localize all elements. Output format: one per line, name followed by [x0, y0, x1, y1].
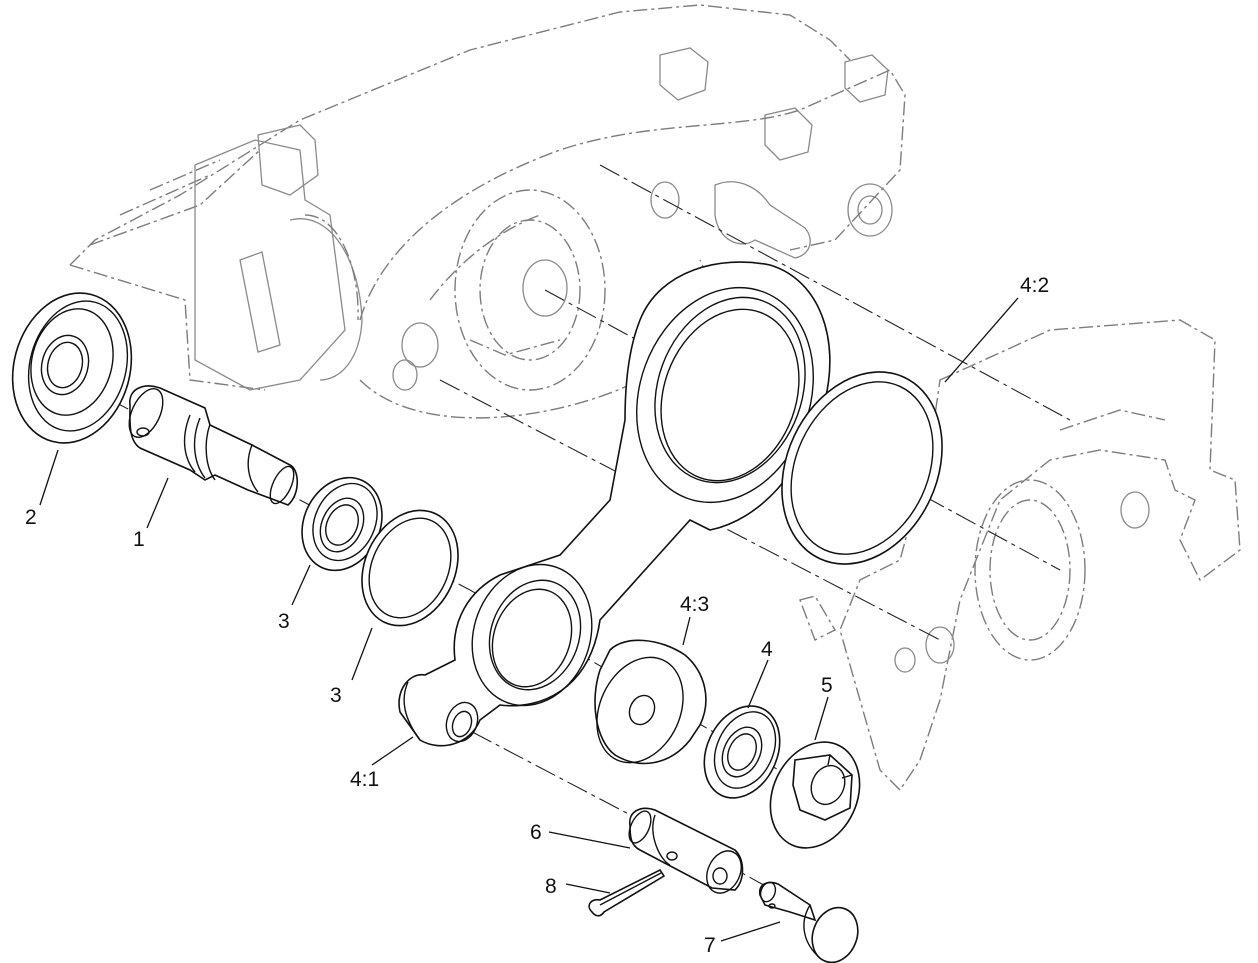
leader-3-right	[747, 659, 769, 709]
callout-4-2: 3	[330, 684, 342, 707]
callout-5: 5	[821, 674, 833, 697]
leader-4	[371, 736, 414, 766]
callout-3-left: 3	[278, 610, 290, 633]
callout-7: 7	[704, 934, 716, 957]
callout-6: 6	[530, 821, 542, 844]
part-3-washer-right	[703, 705, 781, 799]
callout-4-3: 4:2	[1020, 274, 1049, 297]
leader-4-1	[682, 616, 691, 646]
callout-3-right: 4	[761, 638, 773, 661]
callout-4-1: 4:3	[680, 593, 709, 616]
leader-4-2	[351, 627, 373, 681]
part-8-cotter-pin	[588, 868, 666, 917]
leader-2	[39, 449, 59, 506]
callout-2: 2	[25, 506, 37, 529]
leader-4-3	[944, 297, 1019, 383]
leader-8	[565, 883, 611, 894]
part-4-arm	[398, 261, 831, 747]
leader-5	[814, 696, 829, 741]
callout-1: 1	[133, 528, 145, 551]
part-6-clevis-pin	[628, 807, 744, 894]
ghost-right-bracket	[799, 319, 1241, 792]
callout-8: 8	[545, 875, 557, 898]
leader-6	[548, 831, 631, 849]
ghost-housing-assembly	[69, 4, 906, 419]
part-7-pin	[758, 881, 859, 963]
leader-7	[720, 921, 781, 942]
part-4-1-bushing	[594, 639, 707, 765]
callout-4: 4:1	[350, 768, 379, 791]
part-1-shaft	[128, 385, 299, 506]
leader-3-left	[291, 564, 311, 606]
part-4-3-o-ring	[781, 371, 943, 565]
part-4-2-o-ring	[361, 509, 459, 627]
callout-labels: 1 2 3 3 4:2 4:3 4:1 4 5 6 7 8	[25, 274, 1049, 957]
part-5-flange-nut	[769, 741, 861, 849]
leader-1	[146, 477, 169, 529]
assembly-axes	[44, 164, 1071, 906]
leader-lines	[39, 297, 1019, 942]
part-2-seal	[11, 292, 133, 444]
